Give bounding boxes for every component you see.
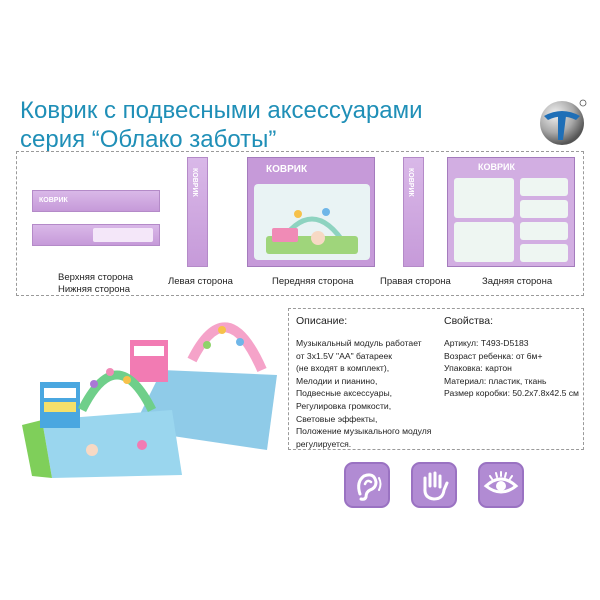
- title-line-1: Коврик с подвесными аксессуарами: [20, 97, 423, 124]
- description-line: Световые эффекты,: [296, 413, 378, 424]
- box-top-side-image: КОВРИК: [32, 190, 160, 212]
- box-back-brand: КОВРИК: [478, 162, 515, 172]
- property-line: Артикул: T493-D5183: [444, 338, 529, 348]
- box-top-brand: КОВРИК: [39, 197, 68, 204]
- box-back-image: КОВРИК: [447, 157, 575, 267]
- property-line: Материал: пластик, ткань: [444, 375, 547, 386]
- page-title: Коврик с подвесными аксессуарами серия “…: [20, 96, 423, 154]
- brand-globe-logo: [540, 99, 587, 145]
- caption-left: Левая сторона: [168, 276, 233, 287]
- properties-heading: Свойства:: [444, 315, 494, 327]
- box-front-image: КОВРИК: [247, 157, 375, 267]
- box-views-panel: [16, 151, 584, 296]
- product-image: [22, 322, 277, 478]
- title-line-2: серия “Облако заботы”: [20, 126, 277, 153]
- caption-bottom-line: Нижняя сторона: [58, 284, 131, 295]
- description-line: от 3x1.5V "AA" батареек: [296, 350, 393, 361]
- box-bottom-side-image: [32, 224, 160, 246]
- description-line: (не входят в комплект),: [296, 363, 390, 374]
- property-line: Возраст ребенка: от 6м+: [444, 350, 543, 361]
- hand-touch-icon: [411, 462, 457, 508]
- hearing-icon: [344, 462, 390, 508]
- property-line: Упаковка: картон: [444, 363, 512, 374]
- description-line: Подвесные аксессуары,: [296, 388, 393, 399]
- caption-top-line: Верхняя сторона: [58, 272, 134, 283]
- description-line: Регулировка громкости,: [296, 400, 392, 411]
- description-line: регулируется.: [296, 438, 352, 449]
- description-line: Положение музыкального модуля: [296, 426, 432, 437]
- box-left-brand: КОВРИК: [191, 168, 198, 197]
- info-panel: [288, 308, 584, 450]
- box-front-brand: КОВРИК: [266, 164, 308, 175]
- caption-back: Задняя сторона: [482, 276, 553, 287]
- caption-top-bottom: Верхняя сторона Нижняя сторона: [58, 272, 133, 296]
- caption-right: Правая сторона: [380, 276, 451, 287]
- description-line: Мелодии и пианино,: [296, 375, 378, 386]
- box-right-side-image: КОВРИК: [403, 157, 424, 267]
- description-heading: Описание:: [296, 315, 348, 327]
- description-line: Музыкальный модуль работает: [296, 338, 422, 348]
- eye-vision-icon: [478, 462, 524, 508]
- properties-list: Артикул: T493-D5183 Возраст ребенка: от …: [444, 337, 579, 400]
- box-left-side-image: КОВРИК: [187, 157, 208, 267]
- property-line: Размер коробки: 50.2x7.8x42.5 см: [444, 388, 579, 399]
- caption-front: Передняя сторона: [272, 276, 354, 287]
- description-list: Музыкальный модуль работает от 3x1.5V "A…: [296, 337, 431, 450]
- box-right-brand: КОВРИК: [407, 168, 414, 197]
